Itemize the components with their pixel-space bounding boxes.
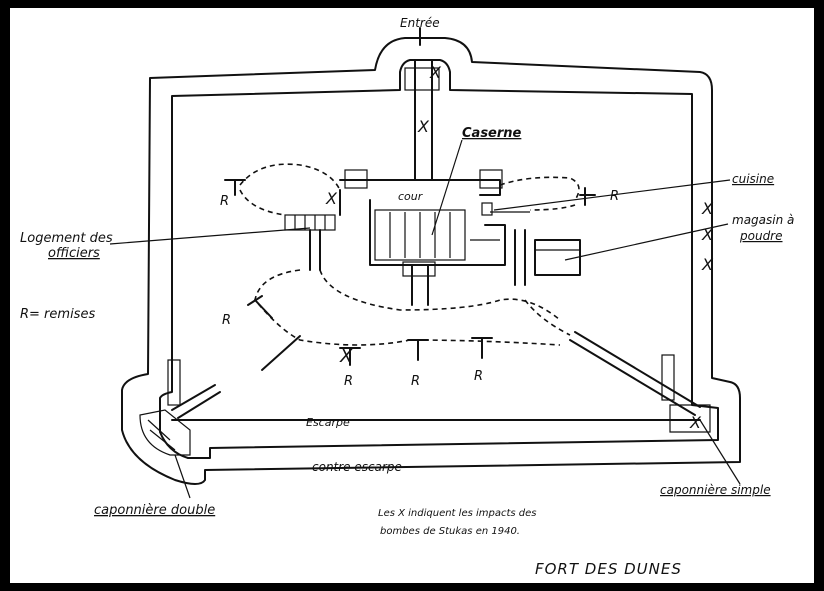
label-escarpe: Escarpe (306, 416, 350, 429)
remise-r-5: R (411, 374, 420, 389)
label-magasin-2: poudre (739, 229, 783, 243)
diagram-labels: Entrée Caserne cour cuisine magasin à po… (20, 16, 794, 578)
remises-structures (224, 179, 596, 371)
impact-x-2: X (417, 117, 430, 136)
label-cour: cour (398, 190, 424, 203)
label-caponniere-simple: caponnière simple (660, 483, 771, 497)
impact-markers: X X X X X X X X (325, 63, 714, 432)
impact-x-4: X (339, 346, 353, 367)
remise-r-6: R (474, 369, 483, 384)
diagram-title: FORT DES DUNES (535, 560, 682, 578)
circulation-paths (239, 163, 580, 346)
label-remises-legend: R= remises (20, 307, 95, 322)
label-contre-escarpe: contre escarpe (312, 460, 402, 474)
label-caponniere-double: caponnière double (94, 503, 215, 518)
impact-x-7: X (701, 255, 714, 274)
note-line-2: bombes de Stukas en 1940. (380, 526, 520, 537)
remise-r-2: R (610, 189, 619, 204)
caponniere-simple-structure (569, 331, 711, 433)
impact-x-8: X (689, 413, 702, 432)
remise-markers: R R R R R R (220, 189, 619, 389)
label-cuisine: cuisine (732, 172, 774, 186)
logement-block (284, 214, 336, 271)
label-caserne: Caserne (462, 126, 522, 141)
note-line-1: Les X indiquent les impacts des (378, 508, 537, 519)
caserne-block (339, 169, 530, 306)
label-logement-1: Logement des (20, 231, 113, 246)
impact-x-1: X (429, 63, 442, 82)
label-logement-2: officiers (48, 246, 100, 261)
impact-x-3: X (325, 189, 338, 208)
caponniere-double-structure (139, 359, 221, 456)
leader-lines (109, 139, 741, 499)
impact-x-5: X (701, 199, 714, 218)
entrance-passage (404, 27, 440, 181)
magasin-block (514, 229, 581, 286)
outer-wall (121, 37, 741, 485)
label-magasin-1: magasin à (732, 213, 794, 227)
remise-r-4: R (344, 374, 353, 389)
remise-r-3: R (222, 313, 231, 328)
remise-r-1: R (220, 194, 229, 209)
label-entree: Entrée (400, 16, 440, 30)
